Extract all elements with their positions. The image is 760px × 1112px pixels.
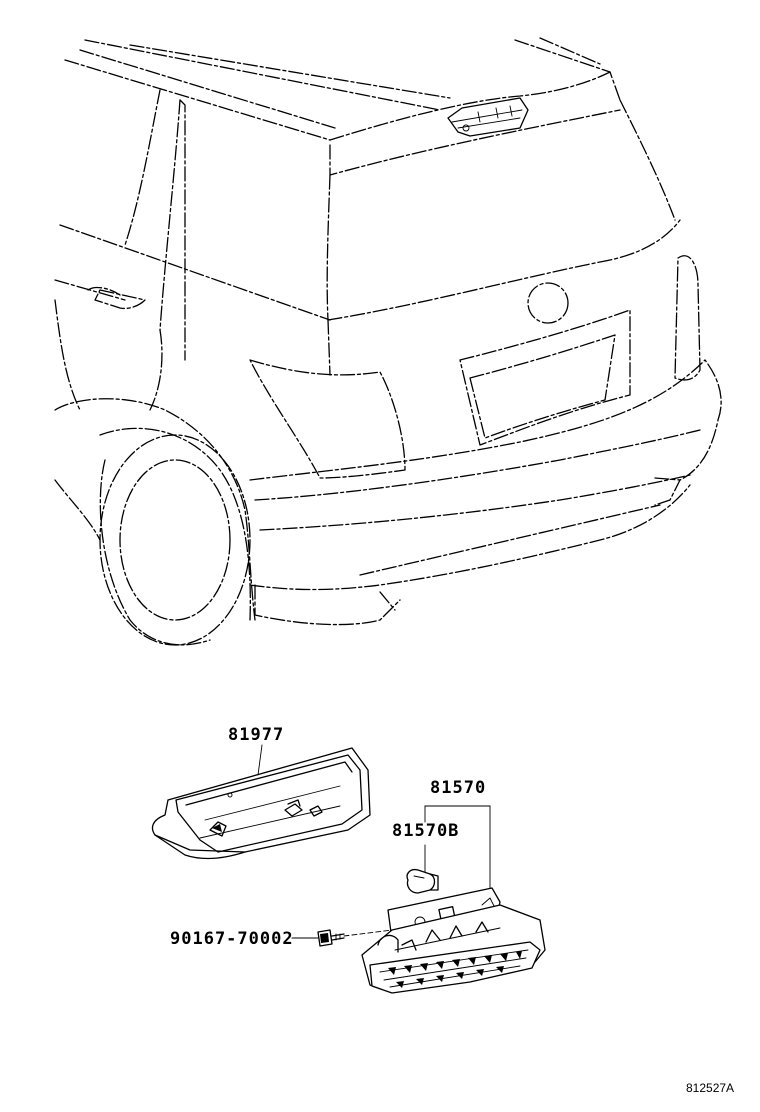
lens-pattern — [379, 949, 529, 988]
leader-line-81977 — [257, 744, 263, 776]
part-number-90167-70002: 90167-70002 — [170, 929, 294, 949]
illustration-reference: 812527A — [686, 1081, 734, 1095]
leader-bracket-81570 — [424, 805, 491, 891]
vehicle-outline — [54, 37, 722, 646]
bulb-part — [406, 868, 439, 894]
screw-part — [317, 929, 345, 947]
install-path-line — [343, 929, 393, 937]
part-number-81570: 81570 — [430, 778, 486, 798]
housing-cover-part — [151, 747, 371, 860]
part-number-81977: 81977 — [228, 725, 284, 745]
part-number-81570b: 81570B — [392, 821, 459, 841]
stop-lamp-assy-part — [361, 887, 546, 994]
